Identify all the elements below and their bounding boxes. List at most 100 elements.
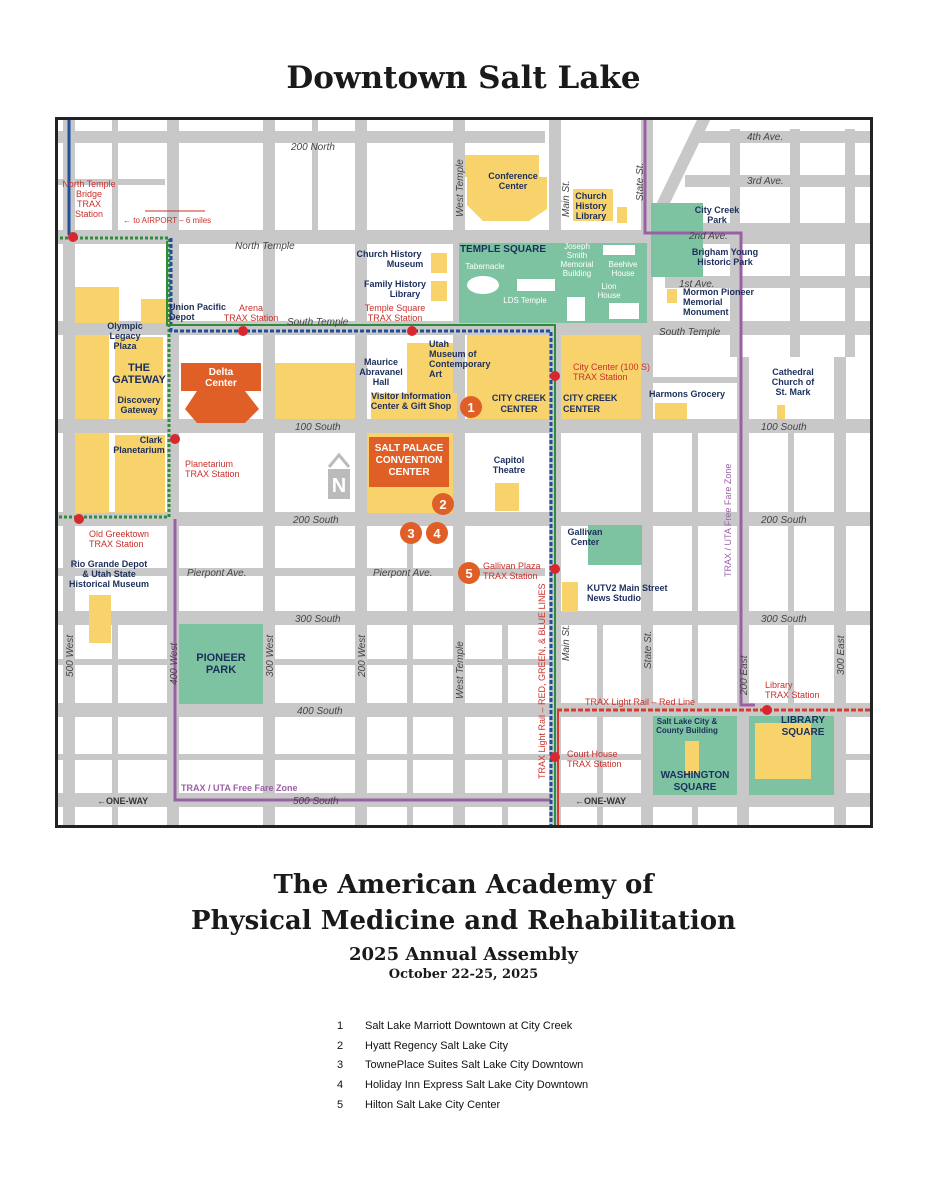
label-500-west: 500 West — [65, 634, 76, 677]
event-organization-line1: The American Academy of — [273, 870, 654, 900]
hotel-marker-1-label: 1 — [467, 400, 474, 415]
station-court-house[interactable] — [550, 752, 560, 762]
hotel-number: 2 — [337, 1039, 344, 1052]
building-abravanel — [275, 363, 355, 419]
label-200-south-east: 200 South — [760, 515, 807, 526]
building-church-history-library — [573, 189, 613, 221]
street-labels: 4th Ave. 3rd Ave. 2nd Ave. 1st Ave. 200 … — [65, 132, 847, 807]
transit-lines — [55, 117, 873, 828]
station-arena[interactable] — [238, 326, 248, 336]
station-gallivan-plaza[interactable] — [550, 564, 560, 574]
label-main-north: Main St. — [561, 180, 572, 217]
free-fare-east-label: TRAX / UTA Free Fare Zone — [723, 464, 733, 577]
hotel-marker-3[interactable] — [400, 522, 422, 544]
hotel-marker-4[interactable] — [426, 522, 448, 544]
compass-box — [328, 469, 350, 499]
hotel-name: Hyatt Regency Salt Lake City — [365, 1039, 509, 1052]
label-pierpont-west: Pierpont Ave. — [187, 568, 246, 579]
building-conference-center — [465, 155, 547, 221]
tabernacle — [467, 276, 499, 294]
hotel-name: Holiday Inn Express Salt Lake City Downt… — [365, 1078, 589, 1091]
hotel-legend-item: 5 Hilton Salt Lake City Center — [337, 1095, 588, 1115]
building-county — [685, 741, 699, 773]
label-state-north: State St. — [635, 163, 646, 201]
event-dates: October 22-25, 2025 — [388, 967, 539, 982]
hotel-marker-5[interactable] — [458, 562, 480, 584]
venues — [181, 363, 449, 487]
station-library[interactable] — [762, 705, 772, 715]
hotel-name: TownePlace Suites Salt Lake City Downtow… — [365, 1059, 584, 1072]
hotel-name: Hilton Salt Lake City Center — [365, 1098, 501, 1111]
label-500-south: 500 South — [293, 796, 339, 807]
downtown-map[interactable]: N 4th Ave. 3rd Ave. 2nd Ave. 1st Ave. 20… — [55, 117, 873, 828]
label-200-south: 200 South — [292, 515, 339, 526]
salt-palace-block — [369, 437, 449, 487]
label-4th-ave: 4th Ave. — [747, 132, 783, 143]
building-union-pacific — [141, 299, 169, 323]
building-cathedral — [777, 405, 785, 419]
lion-house — [609, 303, 639, 319]
label-1st-ave: 1st Ave. — [679, 279, 715, 290]
hotel-legend-item: 3 TownePlace Suites Salt Lake City Downto… — [337, 1055, 588, 1075]
hotel-marker-1[interactable] — [460, 396, 482, 418]
hotel-name: Salt Lake Marriott Downtown at City Cree… — [365, 1019, 573, 1032]
label-2nd-ave: 2nd Ave. — [688, 231, 728, 242]
label-slc-county: Salt Lake City &County Building — [656, 717, 718, 735]
city-creek-park — [651, 203, 703, 277]
free-fare-south-label: TRAX / UTA Free Fare Zone — [181, 783, 298, 793]
map-frame — [55, 117, 873, 828]
building-harmons — [655, 403, 687, 419]
hotel-number: 3 — [337, 1059, 344, 1072]
label-north-temple: North Temple — [235, 241, 295, 252]
label-pierpont-east: Pierpont Ave. — [373, 568, 432, 579]
label-tabernacle: Tabernacle — [465, 262, 505, 271]
building-gateway-2 — [115, 337, 163, 419]
hotel-marker-3-label: 3 — [407, 526, 414, 541]
station-city-center[interactable] — [550, 371, 560, 381]
building-gateway-1 — [75, 335, 109, 419]
free-fare-zone — [643, 117, 755, 707]
label-state-south: State St. — [643, 631, 654, 669]
hotel-number: 5 — [337, 1098, 344, 1111]
building-capitol-theatre — [495, 483, 519, 511]
compass-label: N — [332, 475, 346, 497]
station-temple-square[interactable] — [407, 326, 417, 336]
label-3rd-ave: 3rd Ave. — [747, 176, 784, 187]
trax-vertical-label: TRAX Light Rail – RED, GREEN, & BLUE LIN… — [537, 583, 547, 779]
station-old-greektown[interactable] — [74, 514, 84, 524]
hotel-marker-2[interactable] — [432, 493, 454, 515]
label-lds-temple: LDS Temple — [503, 296, 547, 305]
stations — [68, 232, 772, 762]
beehive-house — [603, 245, 635, 255]
hotel-marker-2-label: 2 — [439, 497, 446, 512]
label-300-south: 300 South — [295, 614, 341, 625]
station-north-temple-bridge[interactable] — [68, 232, 78, 242]
hotel-markers — [400, 396, 482, 584]
building-olympic-legacy — [75, 287, 119, 323]
hotel-marker-5-label: 5 — [465, 566, 472, 581]
station-planetarium[interactable] — [170, 434, 180, 444]
compass: N — [327, 452, 351, 499]
